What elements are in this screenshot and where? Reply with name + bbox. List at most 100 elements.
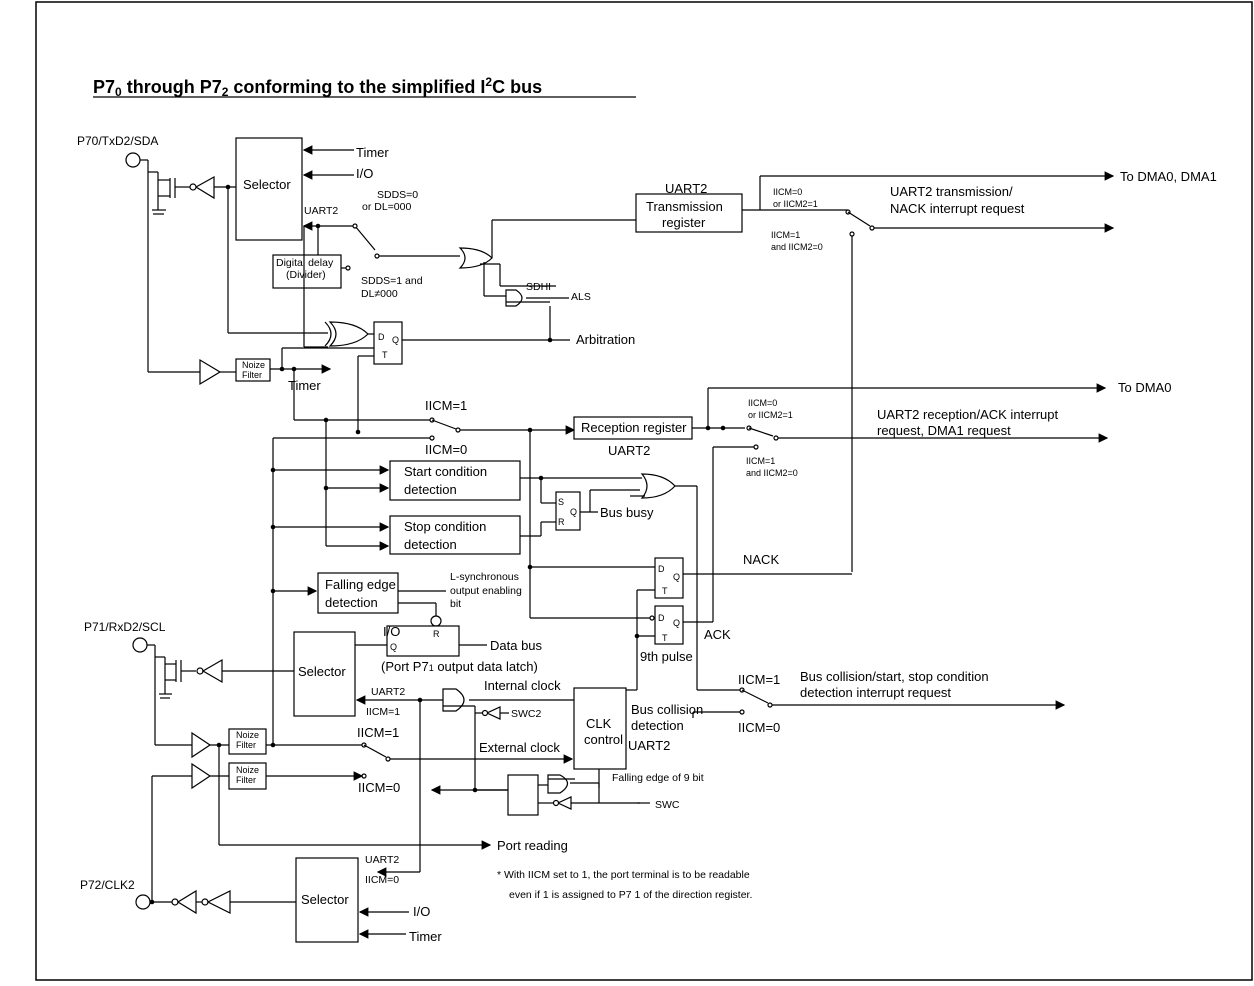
dff-ack-q: Q [673, 618, 680, 628]
port-reading-label: Port reading [497, 838, 568, 853]
page-border [35, 1, 1253, 981]
swc-block [507, 774, 539, 816]
iicm1-tx-label: IICM=1 [771, 230, 800, 240]
noize-filter-1-l2: Filter [242, 370, 262, 380]
sdds1-label: SDDS=1 and [361, 275, 423, 287]
clk-label: CLK [586, 716, 612, 731]
selector-p70-label: Selector [243, 177, 291, 192]
stop-condition-label: Stop condition [404, 519, 486, 534]
selector-p70 [235, 137, 303, 241]
noize-filter-3-l2: Filter [236, 775, 256, 785]
xor-gate [328, 321, 369, 347]
lsync-label-2: output enabling [450, 585, 522, 597]
footnote-line-1: * With IICM set to 1, the port terminal … [497, 869, 750, 881]
selector-p72-label: Selector [301, 892, 349, 907]
and-iicm2-0-tx-label: and IICM2=0 [771, 242, 823, 252]
timer-label-2: Timer [288, 378, 321, 393]
internal-clock-label: Internal clock [484, 678, 561, 693]
or-gate-sdhi [458, 247, 493, 269]
to-dma0-label: To DMA0 [1118, 380, 1171, 395]
to-dma0-dma1-label: To DMA0, DMA1 [1120, 169, 1217, 184]
iicm1-label-sel2: IICM=1 [366, 706, 400, 718]
tx-int-label-1: UART2 transmission/ [890, 184, 1013, 199]
sdds0-label: SDDS=0 [377, 189, 418, 201]
sdhi-label: SDHI [526, 281, 551, 293]
pin-label-p70: P70/TxD2/SDA [77, 134, 158, 148]
divider-label: (Divider) [286, 269, 326, 281]
sr-flipflop-busy [555, 491, 581, 531]
clk-control [573, 687, 627, 770]
sr-r: R [558, 517, 565, 527]
io-label-3: I/O [413, 904, 430, 919]
iicm0-rx-label: IICM=0 [748, 398, 777, 408]
p70-input-buffer-icon [199, 358, 222, 386]
nack-label: NACK [743, 552, 779, 567]
uart2-label-rx: UART2 [608, 443, 650, 458]
coll-int-label-1: Bus collision/start, stop condition [800, 669, 989, 684]
start-condition-detection [389, 460, 521, 501]
dlne-label: DL≠000 [361, 288, 398, 300]
dff-ack [654, 605, 684, 645]
bus-collision-detection-label: detection [631, 718, 684, 733]
iicm0-label-2: IICM=0 [358, 780, 400, 795]
dff-nack [654, 557, 684, 599]
p72-output-buffer-2-icon [206, 890, 231, 914]
selector-p71 [293, 631, 356, 717]
dff-nack-q: Q [673, 572, 680, 582]
swc2-label: SWC2 [511, 708, 541, 720]
timer-label-1: Timer [356, 145, 389, 160]
coll-int-label-2: detection interrupt request [800, 685, 951, 700]
noize-filter-2 [228, 728, 267, 755]
bus-busy-label: Bus busy [600, 505, 654, 520]
iicm1-label-1: IICM=1 [425, 398, 467, 413]
dff-nack-d: D [658, 564, 665, 574]
transmission-register [635, 193, 743, 233]
and-iicm2-0-rx-label: and IICM2=0 [746, 468, 798, 478]
ack-label: ACK [704, 627, 731, 642]
io-label-1: I/O [356, 166, 373, 181]
or-gate-start-stop [640, 473, 676, 499]
page-title: P70 through P72 conforming to the simpli… [93, 75, 542, 99]
external-clock-label: External clock [479, 740, 560, 755]
iicm0-tx-label: IICM=0 [773, 187, 802, 197]
bus-collision-label: Bus collision [631, 702, 703, 717]
p71-output-buffer-icon [201, 658, 223, 684]
footnote-line-2: even if 1 is assigned to P7 1 of the dir… [509, 889, 752, 901]
p71-input-buffer-icon [191, 731, 212, 759]
sr-s: S [558, 497, 564, 507]
als-label: ALS [571, 291, 591, 303]
iicm1-label-coll: IICM=1 [738, 672, 780, 687]
timer-label-3: Timer [409, 929, 442, 944]
p72-output-buffer-1-icon [176, 889, 197, 915]
lsync-label-3: bit [450, 598, 461, 610]
stop-condition-detection [389, 515, 521, 555]
selector-p71-label: Selector [298, 664, 346, 679]
dff-arb-t: T [382, 350, 388, 360]
io-label-2: I/O [383, 624, 400, 639]
dff-ack-d: D [658, 613, 665, 623]
and-gate-als [505, 289, 523, 307]
selector-p72 [295, 857, 359, 943]
pin-p70-terminal [125, 152, 141, 168]
dff-arb-d: D [378, 332, 385, 342]
arbitration-label: Arbitration [576, 332, 635, 347]
uart2-label-3: UART2 [628, 738, 670, 753]
falling-edge-9-label: Falling edge of 9 bit [612, 772, 704, 784]
uart2-label-1: UART2 [304, 205, 338, 217]
iicm0-label-coll: IICM=0 [738, 720, 780, 735]
rx-int-label-2: request, DMA1 request [877, 423, 1011, 438]
falling-edge-detection [317, 572, 399, 614]
noize-filter-2-l1: Noize [236, 730, 259, 740]
pin-label-p71: P71/RxD2/SCL [84, 620, 166, 634]
tx-int-label-2: NACK interrupt request [890, 201, 1025, 216]
noize-filter-3 [228, 762, 267, 790]
latch-q: Q [390, 642, 397, 652]
port-p71-output-latch [386, 625, 460, 657]
or-iicm2-1-rx-label: or IICM2=1 [748, 410, 793, 420]
iicm0-label-sel3: IICM=0 [365, 874, 399, 886]
uart2-label-2: UART2 [371, 686, 405, 698]
noize-filter-1-l1: Noize [242, 360, 265, 370]
noize-filter-1 [235, 358, 271, 382]
noize-filter-3-l1: Noize [236, 765, 259, 775]
